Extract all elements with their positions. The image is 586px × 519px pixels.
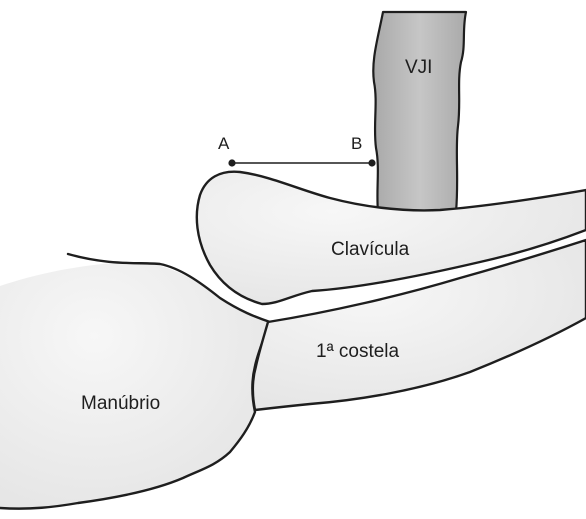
internal-jugular-vein bbox=[373, 12, 466, 212]
manubrium bbox=[0, 262, 270, 509]
point-a-marker bbox=[228, 159, 235, 166]
manubrium-label: Manúbrio bbox=[81, 393, 160, 414]
clavicle-label: Clavícula bbox=[331, 239, 410, 260]
point-b-marker bbox=[368, 159, 375, 166]
vein-label: VJI bbox=[405, 57, 432, 78]
first-rib-label: 1ª costela bbox=[316, 341, 400, 362]
point-a-label: A bbox=[218, 134, 230, 153]
point-b-label: B bbox=[351, 134, 362, 153]
